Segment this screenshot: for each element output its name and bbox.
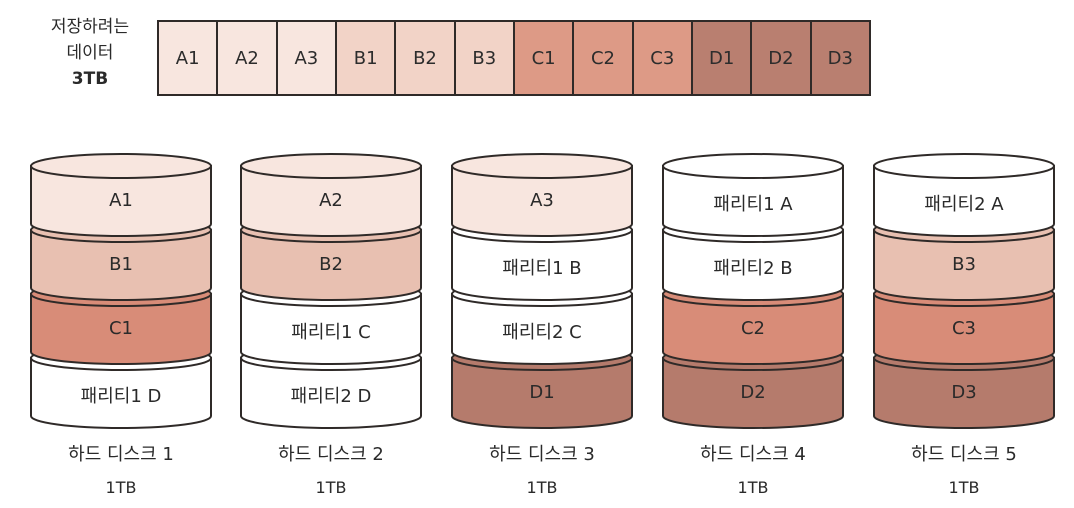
slab-label: B1 [109,254,133,275]
disk-capacity: 1TB [737,478,769,497]
disk-cylinder [873,153,1055,429]
slab-label: C1 [108,318,134,339]
data-to-store-label: 저장하려는 데이터 3TB [30,14,150,92]
data-block-c3: C3 [633,22,693,94]
slab-label: 패리티1 C [291,322,371,343]
slab-label: D3 [951,382,977,403]
data-block-b2: B2 [396,22,456,94]
disk-cylinder [662,153,844,429]
slab-label: 패리티2 B [713,258,793,279]
data-label-line1: 저장하려는 [50,17,130,37]
slab-label: D1 [529,382,555,403]
data-size: 3TB [71,69,109,89]
data-block-c2: C2 [574,22,634,94]
hard-disk-3: A3 패리티1 B 패리티2 C D1 [451,152,633,429]
slab-label: D2 [740,382,766,403]
slab-label: 패리티1 B [502,258,582,279]
slab-label: A1 [109,190,133,211]
disk-name: 하드 디스크 2 [278,444,384,465]
disk-capacity: 1TB [526,478,558,497]
disk-cylinder [30,153,212,429]
disk-name: 하드 디스크 5 [911,444,1017,465]
disk-slab [662,153,844,237]
disk-name: 하드 디스크 3 [489,444,595,465]
slab-label: 패리티2 A [924,194,1004,215]
slab-label: C2 [740,318,766,339]
data-block-c1: C1 [514,22,575,94]
slab-label: 패리티1 A [713,194,793,215]
data-block-d1: D1 [692,22,753,94]
disk-cylinder [240,153,422,429]
data-block-d2: D2 [752,22,812,94]
data-block-b3: B3 [455,22,515,94]
disk-slab [873,153,1055,237]
disk-capacity: 1TB [315,478,347,497]
slab-label: A2 [319,190,343,211]
disk-slab [240,153,422,237]
data-block-b1: B1 [336,22,397,94]
disk-capacity: 1TB [948,478,980,497]
data-label-line2: 데이터 [66,43,114,63]
slab-label: 패리티1 D [80,386,162,407]
disk-name: 하드 디스크 1 [68,444,174,465]
slab-label: 패리티2 D [290,386,372,407]
data-block-d3: D3 [811,22,869,94]
disk-slab [451,153,633,237]
disk-cylinder [451,153,633,429]
slab-label: B2 [319,254,343,275]
disk-name: 하드 디스크 4 [700,444,806,465]
slab-label: C3 [951,318,977,339]
slab-label: 패리티2 C [502,322,582,343]
slab-label: A3 [530,190,554,211]
data-block-a2: A2 [218,22,278,94]
disk-slab [30,153,212,237]
data-block-a3: A3 [277,22,337,94]
disk-capacity: 1TB [105,478,137,497]
data-block-a1: A1 [159,22,219,94]
slab-label: B3 [952,254,976,275]
